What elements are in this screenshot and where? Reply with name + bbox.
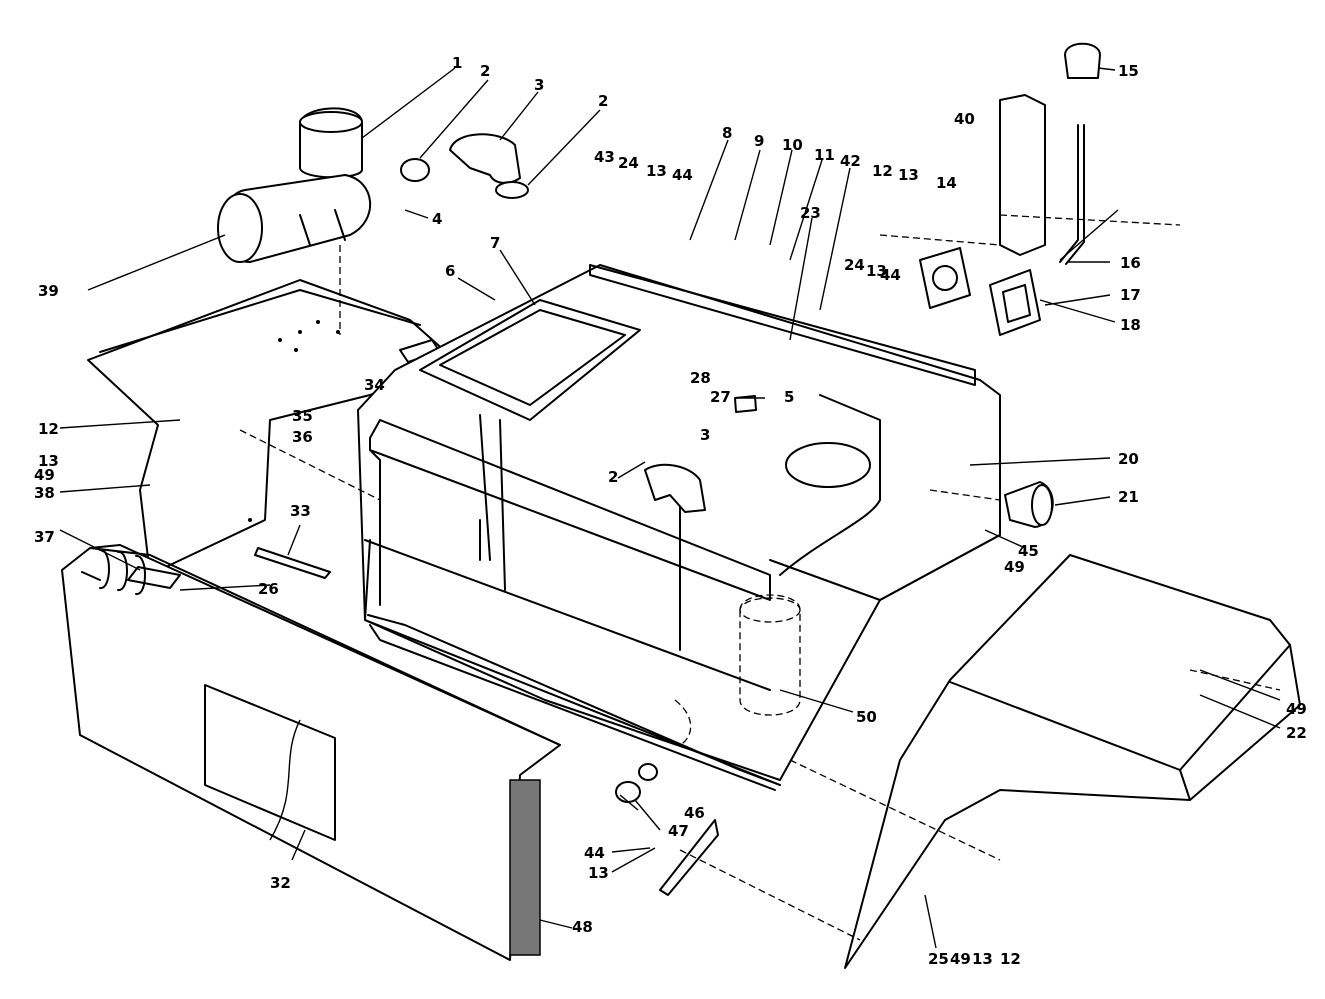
callout-21: 21 bbox=[1118, 488, 1139, 506]
callout-46: 46 bbox=[684, 804, 705, 822]
callout-9: 9 bbox=[754, 132, 764, 150]
callout-13c: 13 bbox=[866, 262, 887, 280]
callout-45: 45 bbox=[1018, 542, 1039, 560]
callout-40: 40 bbox=[954, 110, 975, 128]
callout-38: 38 bbox=[34, 484, 55, 502]
front-hood-panel bbox=[61, 544, 561, 961]
callout-3b: 3 bbox=[700, 426, 710, 444]
callout-44b: 44 bbox=[880, 266, 901, 284]
callout-13f: 13 bbox=[972, 950, 993, 968]
callout-48: 48 bbox=[572, 918, 593, 936]
callout-22: 22 bbox=[1286, 724, 1307, 742]
callout-24: 24 bbox=[618, 154, 639, 172]
callout-2c: 2 bbox=[608, 468, 618, 486]
small-parts bbox=[254, 42, 1101, 896]
callout-12c: 12 bbox=[1000, 950, 1021, 968]
callout-13: 13 bbox=[646, 162, 667, 180]
callout-1: 1 bbox=[452, 54, 462, 72]
callout-28: 28 bbox=[690, 369, 711, 387]
callout-2: 2 bbox=[480, 62, 490, 80]
callout-5: 5 bbox=[784, 388, 794, 406]
callout-8: 8 bbox=[722, 124, 732, 142]
callout-10: 10 bbox=[782, 136, 803, 154]
leader-lines bbox=[59, 67, 1281, 949]
callout-43: 43 bbox=[594, 148, 615, 166]
air-cleaner-assembly bbox=[217, 107, 529, 263]
callout-7: 7 bbox=[490, 234, 500, 252]
callout-42: 42 bbox=[840, 152, 861, 170]
callout-25: 25 bbox=[928, 950, 949, 968]
callout-16: 16 bbox=[1120, 254, 1141, 272]
callout-39: 39 bbox=[38, 282, 59, 300]
callout-15: 15 bbox=[1118, 62, 1139, 80]
right-rear-fender bbox=[844, 554, 1301, 969]
callout-3: 3 bbox=[534, 76, 544, 94]
callout-13d: 13 bbox=[38, 452, 59, 470]
callout-2b: 2 bbox=[598, 92, 608, 110]
callout-labels: 1 2 3 2 4 39 6 7 8 9 10 11 42 23 43 24 1… bbox=[34, 54, 1307, 968]
callout-50: 50 bbox=[856, 708, 877, 726]
callout-23: 23 bbox=[800, 204, 821, 222]
callout-44c: 44 bbox=[584, 844, 605, 862]
callout-49: 49 bbox=[34, 466, 55, 484]
callout-4: 4 bbox=[432, 210, 442, 228]
callout-34: 34 bbox=[364, 376, 385, 394]
callout-49d: 49 bbox=[950, 950, 971, 968]
callout-49c: 49 bbox=[1286, 700, 1307, 718]
callout-44: 44 bbox=[672, 166, 693, 184]
callout-12b: 12 bbox=[38, 420, 59, 438]
callout-18: 18 bbox=[1120, 316, 1141, 334]
callout-47: 47 bbox=[668, 822, 689, 840]
callout-14: 14 bbox=[936, 174, 957, 192]
callout-12: 12 bbox=[872, 162, 893, 180]
callout-27: 27 bbox=[710, 388, 731, 406]
main-chassis bbox=[357, 264, 1001, 791]
callout-37: 37 bbox=[34, 528, 55, 546]
callout-13b: 13 bbox=[898, 166, 919, 184]
callout-24b: 24 bbox=[844, 256, 865, 274]
callout-26: 26 bbox=[258, 580, 279, 598]
callout-32: 32 bbox=[270, 874, 291, 892]
callout-36: 36 bbox=[292, 428, 313, 446]
callout-33: 33 bbox=[290, 502, 311, 520]
callout-35: 35 bbox=[292, 407, 313, 425]
callout-13e: 13 bbox=[588, 864, 609, 882]
callout-6: 6 bbox=[445, 262, 455, 280]
callout-20: 20 bbox=[1118, 450, 1139, 468]
callout-49b: 49 bbox=[1004, 558, 1025, 576]
callout-17: 17 bbox=[1120, 286, 1141, 304]
callout-11: 11 bbox=[814, 146, 835, 164]
assembly-lines bbox=[239, 214, 1281, 941]
